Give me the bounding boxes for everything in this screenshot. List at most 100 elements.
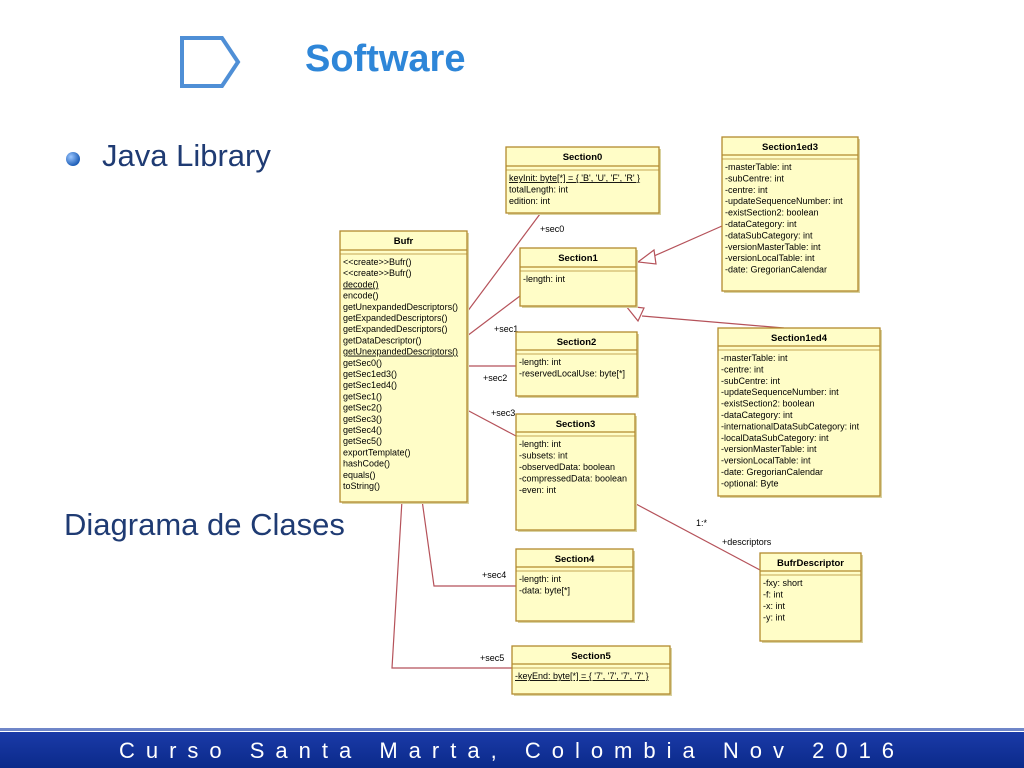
bullet-text: Java Library [102,138,271,173]
class-member: -subCentre: int [721,376,781,386]
class-member: -centre: int [721,364,764,374]
class-member: -dataCategory: int [725,219,797,229]
class-member: -observedData: boolean [519,462,615,472]
class-member: -subCentre: int [725,173,785,183]
class-box-section1ed3: Section1ed3 -masterTable: int-subCentre: … [721,136,860,293]
class-member: getDataDescriptor() [343,335,422,345]
class-member: getExpandedDescriptors() [343,313,448,323]
class-member: exportTemplate() [343,447,411,457]
class-name: BufrDescriptor [777,558,844,569]
class-member: -versionLocalTable: int [725,253,815,263]
class-member: -versionMasterTable: int [721,444,817,454]
class-member: getSec5() [343,436,382,446]
slide-title: Software [305,38,466,80]
class-box-section1: Section1-length: int [519,247,638,308]
assoc-line-descriptors [635,503,761,571]
class-member: totalLength: int [509,185,569,195]
class-name: Section3 [556,419,596,430]
footer-bar [0,732,1024,768]
class-member: -versionMasterTable: int [725,242,821,252]
assoc-label-sec5: +sec5 [480,653,504,663]
class-member: -reservedLocalUse: byte[*] [519,369,625,379]
generalization-line-ed3 [653,225,723,257]
class-name: Section1 [558,253,598,264]
assoc-line-sec4 [421,499,516,587]
generalization-arrow-ed4 [624,305,645,323]
class-member: -subsets: int [519,451,568,461]
class-name: Section1ed4 [771,333,828,344]
class-member: decode() [343,279,379,289]
assoc-label-sec3: +sec3 [491,408,515,418]
class-box-bufr: Bufr<<create>>Bufr()<<create>>Bufr()deco… [339,230,469,504]
class-box-section5: Section5 -keyEnd: byte[*] = { '7', '7', '… [511,645,672,696]
class-member: encode() [343,291,379,301]
assoc-line-sec5 [391,499,512,669]
bullet-icon [66,152,80,166]
class-member: -versionLocalTable: int [721,456,811,466]
class-member: -updateSequenceNumber: int [721,387,839,397]
class-member: getSec1ed3() [343,369,397,379]
class-member: equals() [343,470,376,480]
class-member: -dataCategory: int [721,410,793,420]
class-member: -length: int [519,357,562,367]
class-member: getSec0() [343,358,382,368]
class-box-section1ed4: Section1ed4 -masterTable: int-centre: int… [717,327,882,498]
class-boxes: Bufr<<create>>Bufr()<<create>>Bufr()deco… [339,136,882,696]
assoc-label-sec4: +sec4 [482,570,506,580]
class-member: -data: byte[*] [519,586,570,596]
association-lines [391,213,785,669]
class-box-section3: Section3 -length: int -subsets: int-observ… [515,413,637,532]
class-member: -masterTable: int [721,353,788,363]
generalization-line-ed4 [641,315,785,329]
assoc-line-sec3 [466,409,517,437]
class-member: -updateSequenceNumber: int [725,196,843,206]
class-name: Bufr [394,236,414,247]
assoc-label-descriptors: +descriptors [722,537,772,547]
class-member: -even: int [519,485,557,495]
class-member: getSec4() [343,425,382,435]
class-box-section4: Section4-length: int-data: byte[*] [515,548,635,623]
class-member: -length: int [519,574,562,584]
class-name: Section1ed3 [762,142,818,153]
class-member: -localDataSubCategory: int [721,433,829,443]
class-name: Section2 [557,337,597,348]
class-member: -optional: Byte [721,478,779,488]
class-member: <<create>>Bufr() [343,268,412,278]
footer-separator [0,728,1024,731]
class-member: -y: int [763,613,786,623]
class-box-section2: Section2 -length: int -reservedLocalUse: b… [515,331,639,398]
class-member: getSec1() [343,391,382,401]
class-member: -fxy: short [763,578,803,588]
assoc-label-sec0: +sec0 [540,224,564,234]
assoc-line-sec1 [466,295,521,337]
class-member: -compressedData: boolean [519,474,627,484]
class-member: -internationalDataSubCategory: int [721,421,860,431]
class-member: -centre: int [725,185,768,195]
generalization-arrow-ed3 [636,248,657,265]
class-member: -f: int [763,590,784,600]
class-member: -length: int [519,439,562,449]
class-member: -date: GregorianCalendar [725,265,827,275]
class-name: Section0 [563,152,603,163]
assoc-label-multiplicity: 1:* [696,518,708,528]
class-member: hashCode() [343,459,390,469]
class-name: Section5 [571,651,611,662]
class-member: -date: GregorianCalendar [721,467,823,477]
class-member: getUnexpandedDescriptors() [343,347,458,357]
title-arrow-icon [180,36,241,88]
class-member: -dataSubCategory: int [725,230,813,240]
class-member: getSec2() [343,403,382,413]
class-member: -keyEnd: byte[*] = { '7', '7', '7', '7' … [515,671,649,681]
class-member: -existSection2: boolean [721,399,815,409]
class-member: getExpandedDescriptors() [343,324,448,334]
class-member: -x: int [763,601,786,611]
class-member: getSec3() [343,414,382,424]
assoc-label-sec2: +sec2 [483,373,507,383]
assoc-line-sec0 [466,213,541,313]
class-member: -masterTable: int [725,162,792,172]
diagram-caption: Diagrama de Clases [64,507,345,542]
class-member: -existSection2: boolean [725,208,819,218]
class-member: toString() [343,481,380,491]
